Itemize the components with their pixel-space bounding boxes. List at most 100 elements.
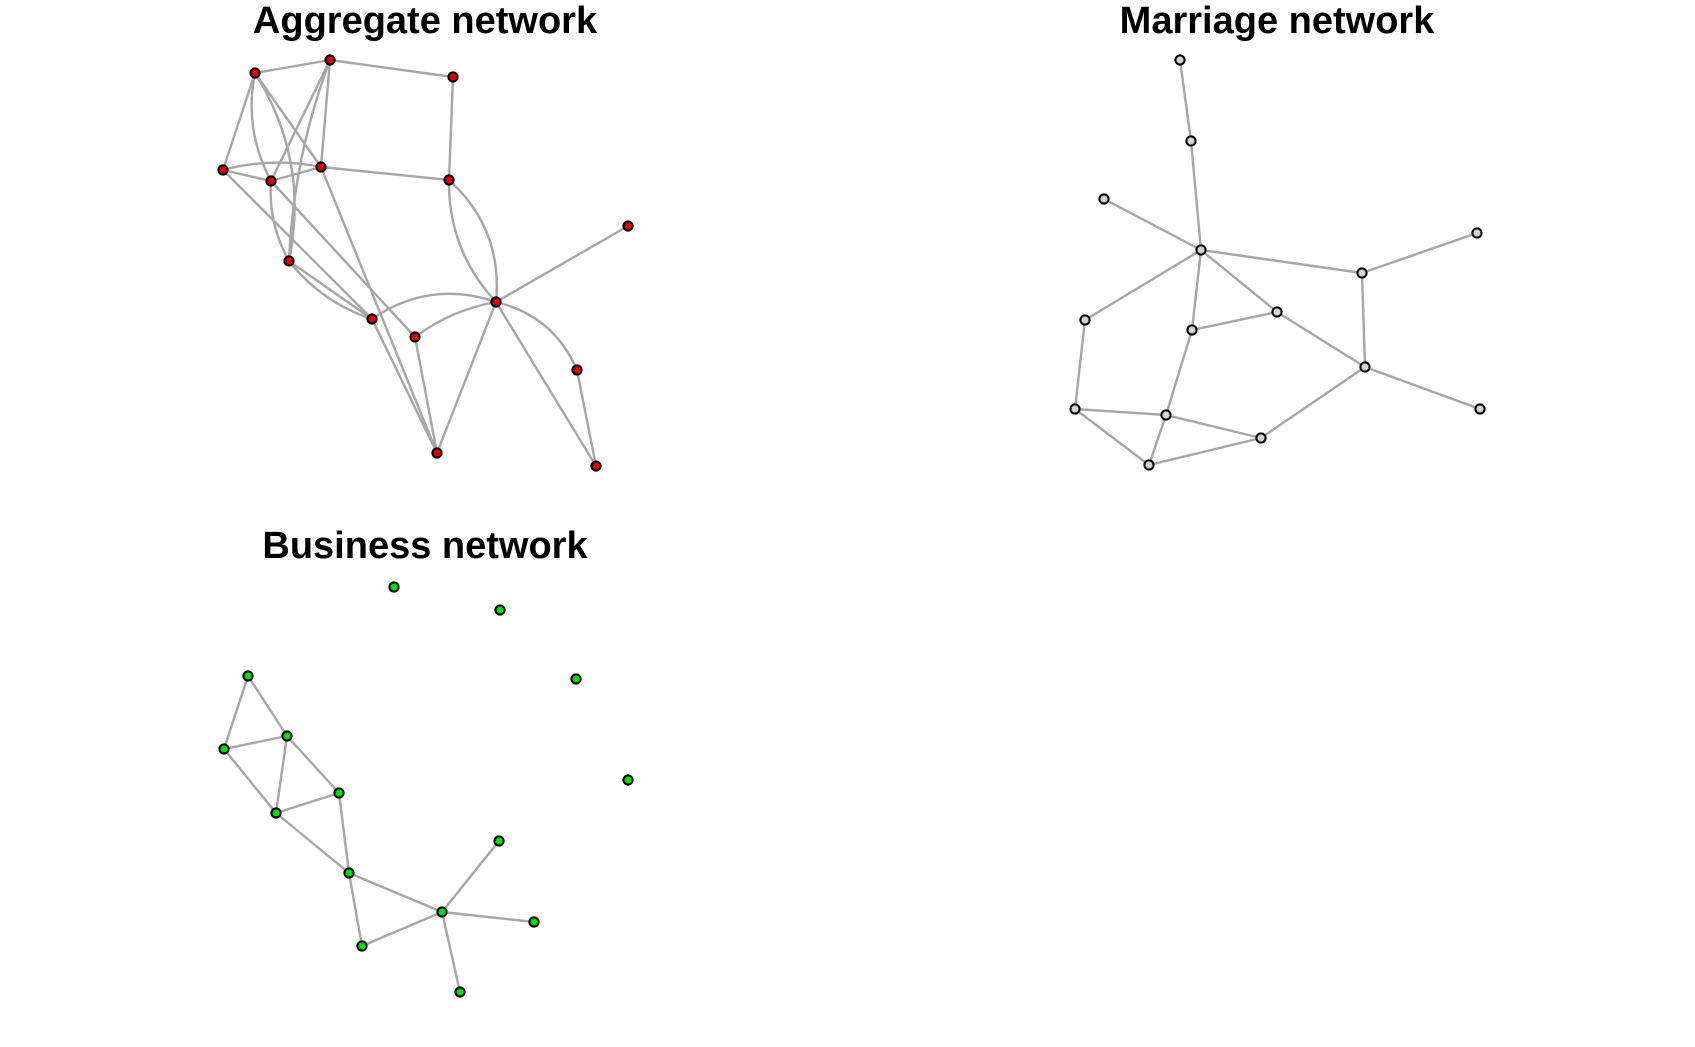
aggregate-node [409, 331, 421, 343]
aggregate-edge [222, 168, 272, 183]
aggregate-edge [288, 260, 373, 321]
aggregate-edge [447, 179, 497, 303]
marriage-node [1471, 227, 1483, 239]
aggregate-edge [288, 260, 373, 320]
marriage-edge [1074, 407, 1167, 417]
aggregate-edge [250, 72, 273, 182]
business-edge [246, 675, 289, 737]
aggregate-edge [270, 165, 322, 183]
marriage-node [1079, 314, 1091, 326]
marriage-edge [1165, 413, 1262, 440]
marriage-network-title: Marriage network [1119, 0, 1435, 42]
marriage-edge [1084, 248, 1202, 322]
business-node [356, 940, 368, 952]
business-network-graph [218, 581, 634, 998]
business-edge [440, 911, 462, 993]
aggregate-edge [413, 336, 439, 454]
business-edge [222, 675, 250, 750]
marriage-edge [1200, 249, 1278, 313]
marriage-edge [1191, 310, 1278, 332]
aggregate-edge [287, 59, 332, 262]
marriage-edge [1178, 59, 1193, 142]
marriage-network-graph [1069, 54, 1486, 471]
marriage-edge [1074, 408, 1150, 466]
aggregate-edge [320, 165, 450, 182]
aggregate-edge [269, 59, 332, 182]
business-edge [441, 840, 500, 913]
aggregate-node [366, 313, 378, 325]
aggregate-node [315, 161, 327, 173]
marriage-node [1271, 306, 1283, 318]
business-node [388, 581, 400, 593]
business-node [343, 867, 355, 879]
aggregate-network-graph [217, 54, 634, 472]
aggregate-edge [270, 180, 416, 338]
aggregate-node [590, 460, 602, 472]
marriage-node [1069, 403, 1081, 415]
aggregate-edge [254, 72, 322, 168]
aggregate-edge [319, 59, 332, 168]
marriage-node [1160, 409, 1172, 421]
business-node [622, 774, 634, 786]
aggregate-edge [448, 179, 498, 303]
aggregate-edge [494, 301, 598, 467]
marriage-edge [1360, 272, 1367, 368]
marriage-node [1174, 54, 1186, 66]
aggregate-edge [495, 300, 579, 371]
aggregate-node [265, 175, 277, 187]
business-edge [441, 910, 535, 924]
marriage-node [1143, 459, 1155, 471]
aggregate-node [431, 447, 443, 459]
aggregate-edge [319, 166, 439, 454]
business-network-title: Business network [262, 525, 588, 567]
aggregate-node [447, 71, 459, 83]
business-node [493, 835, 505, 847]
aggregate-edge [221, 72, 257, 171]
marriage-edge [1189, 140, 1203, 251]
aggregate-edge [269, 180, 291, 262]
marriage-edge [1073, 319, 1087, 410]
aggregate-edge [414, 300, 497, 338]
business-node [494, 604, 506, 616]
business-edge [223, 748, 277, 814]
business-edge [361, 910, 443, 948]
aggregate-edge [495, 224, 629, 304]
aggregate-edge [371, 292, 497, 320]
marriage-node [1359, 361, 1371, 373]
marriage-node [1185, 135, 1197, 147]
business-edge [275, 812, 350, 874]
marriage-edge [1103, 197, 1202, 252]
business-node [570, 673, 582, 685]
business-node [436, 906, 448, 918]
marriage-edge [1200, 248, 1363, 275]
business-node [242, 670, 254, 682]
business-edge [337, 792, 351, 874]
aggregate-node [249, 67, 261, 79]
aggregate-node [622, 220, 634, 232]
marriage-edge [1361, 231, 1478, 275]
business-node [333, 787, 345, 799]
business-edge [347, 872, 364, 947]
aggregate-node [283, 255, 295, 267]
business-node [528, 916, 540, 928]
marriage-edge [1164, 329, 1194, 416]
aggregate-edge [447, 76, 455, 181]
marriage-edge [1190, 249, 1203, 331]
aggregate-edge [222, 161, 322, 172]
aggregate-network-title: Aggregate network [252, 0, 598, 42]
business-node [218, 743, 230, 755]
aggregate-node [571, 364, 583, 376]
marriage-edge [1148, 436, 1262, 467]
marriage-edge [1364, 365, 1481, 411]
marriage-node [1474, 403, 1486, 415]
marriage-node [1356, 267, 1368, 279]
marriage-node [1195, 244, 1207, 256]
business-edge [286, 735, 340, 794]
aggregate-edge [254, 58, 331, 75]
aggregate-edge [575, 369, 598, 467]
aggregate-node [324, 54, 336, 66]
business-edge [274, 735, 289, 814]
business-node [270, 807, 282, 819]
aggregate-edge [329, 58, 454, 79]
